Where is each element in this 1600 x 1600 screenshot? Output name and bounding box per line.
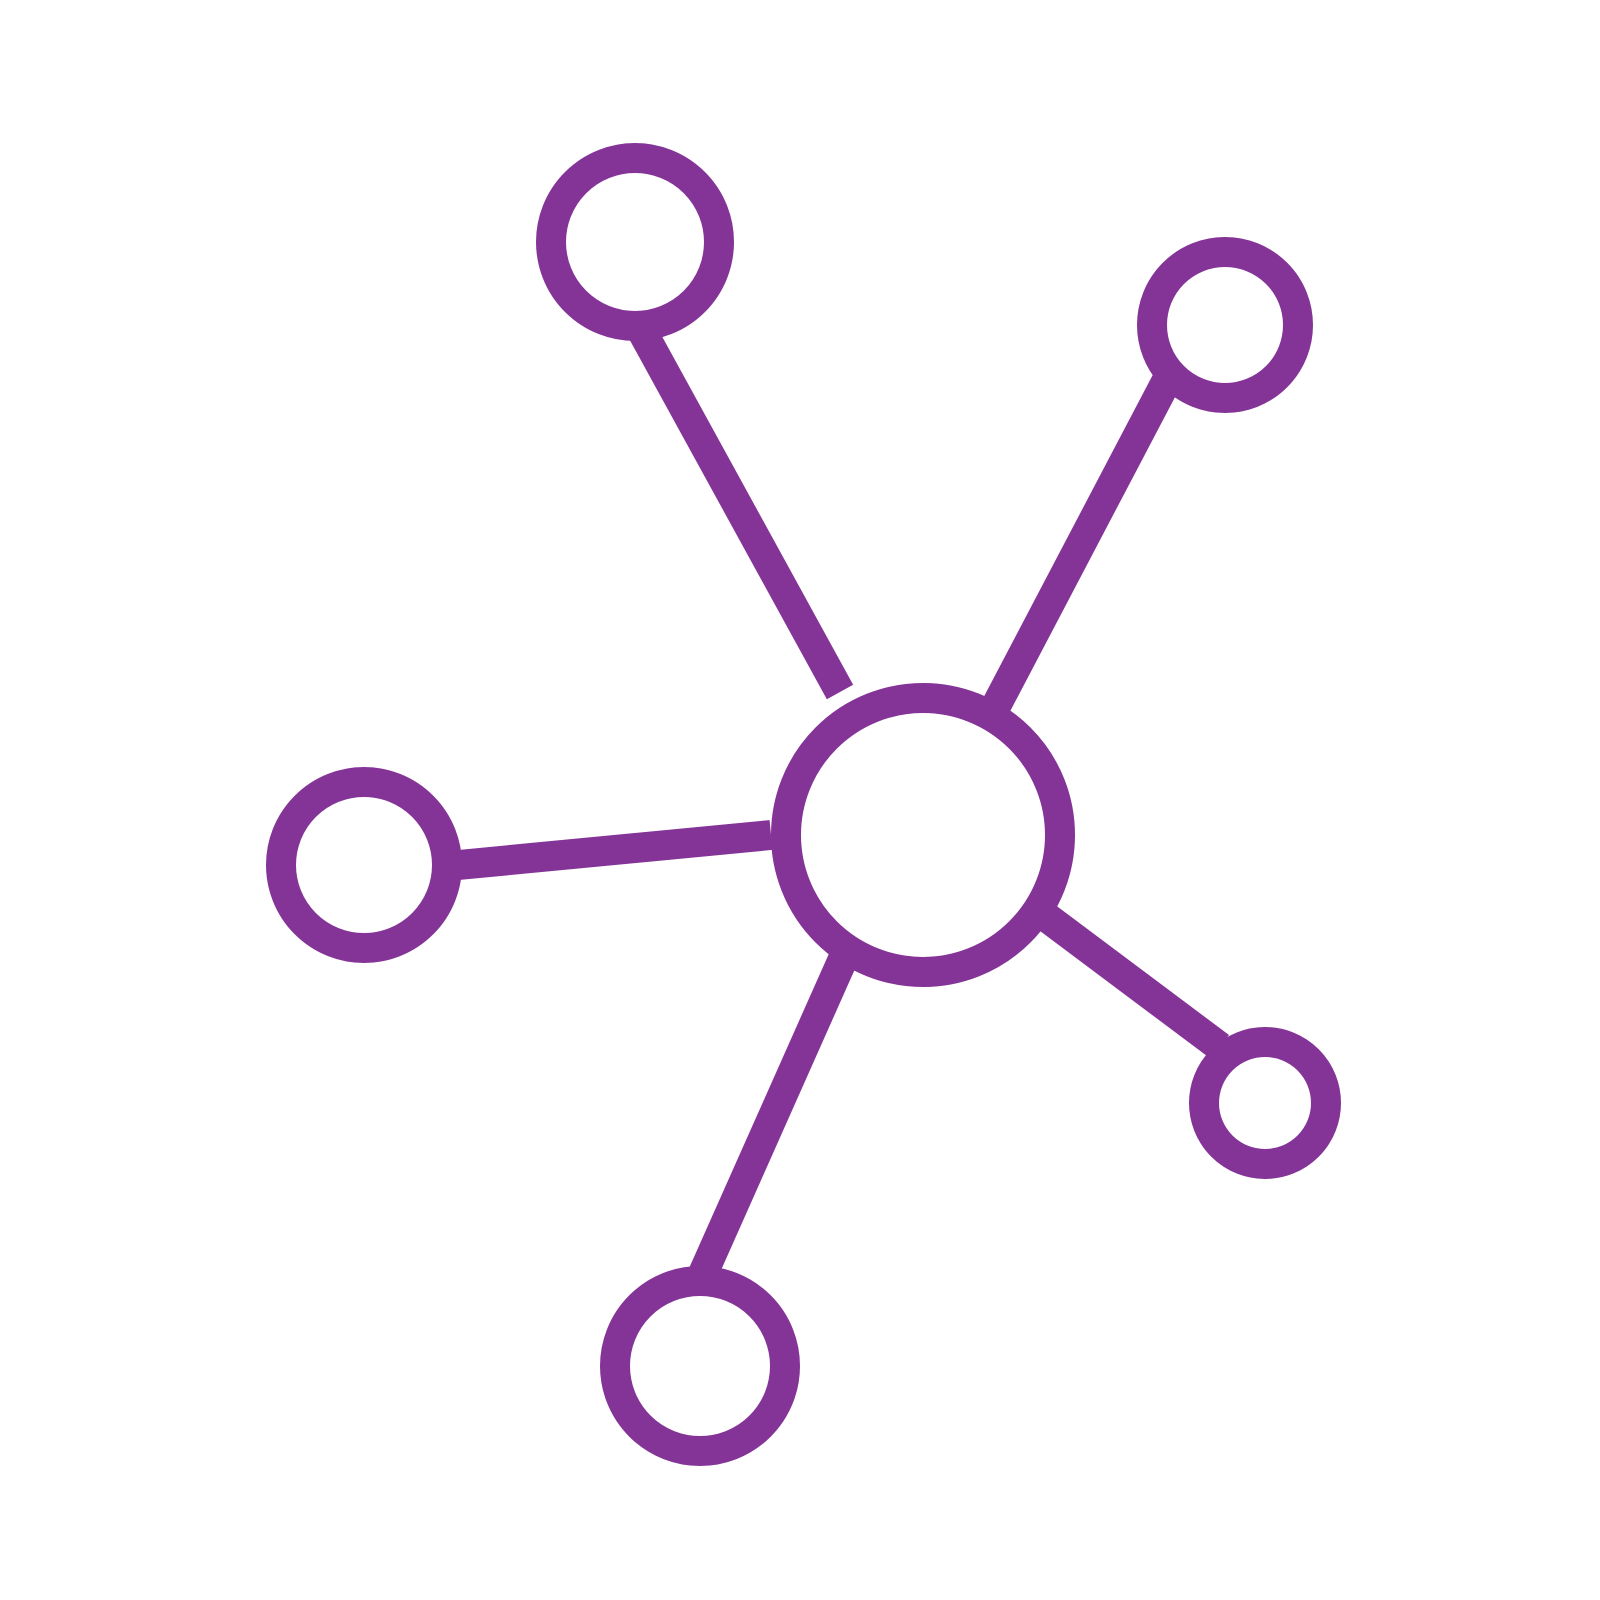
nodes (266, 143, 1341, 1466)
node-top-right (1137, 237, 1313, 413)
node-bottom-right (1189, 1027, 1341, 1179)
connection-left (446, 820, 773, 881)
node-bottom (600, 1266, 800, 1466)
connection-bottom (688, 943, 861, 1283)
node-left (266, 767, 462, 963)
connection-top-right (983, 375, 1180, 711)
center-node (771, 683, 1075, 987)
connections (446, 314, 1229, 1283)
connection-bottom-right (1032, 900, 1229, 1060)
node-top-left (536, 143, 734, 341)
connection-top-left (623, 314, 854, 700)
